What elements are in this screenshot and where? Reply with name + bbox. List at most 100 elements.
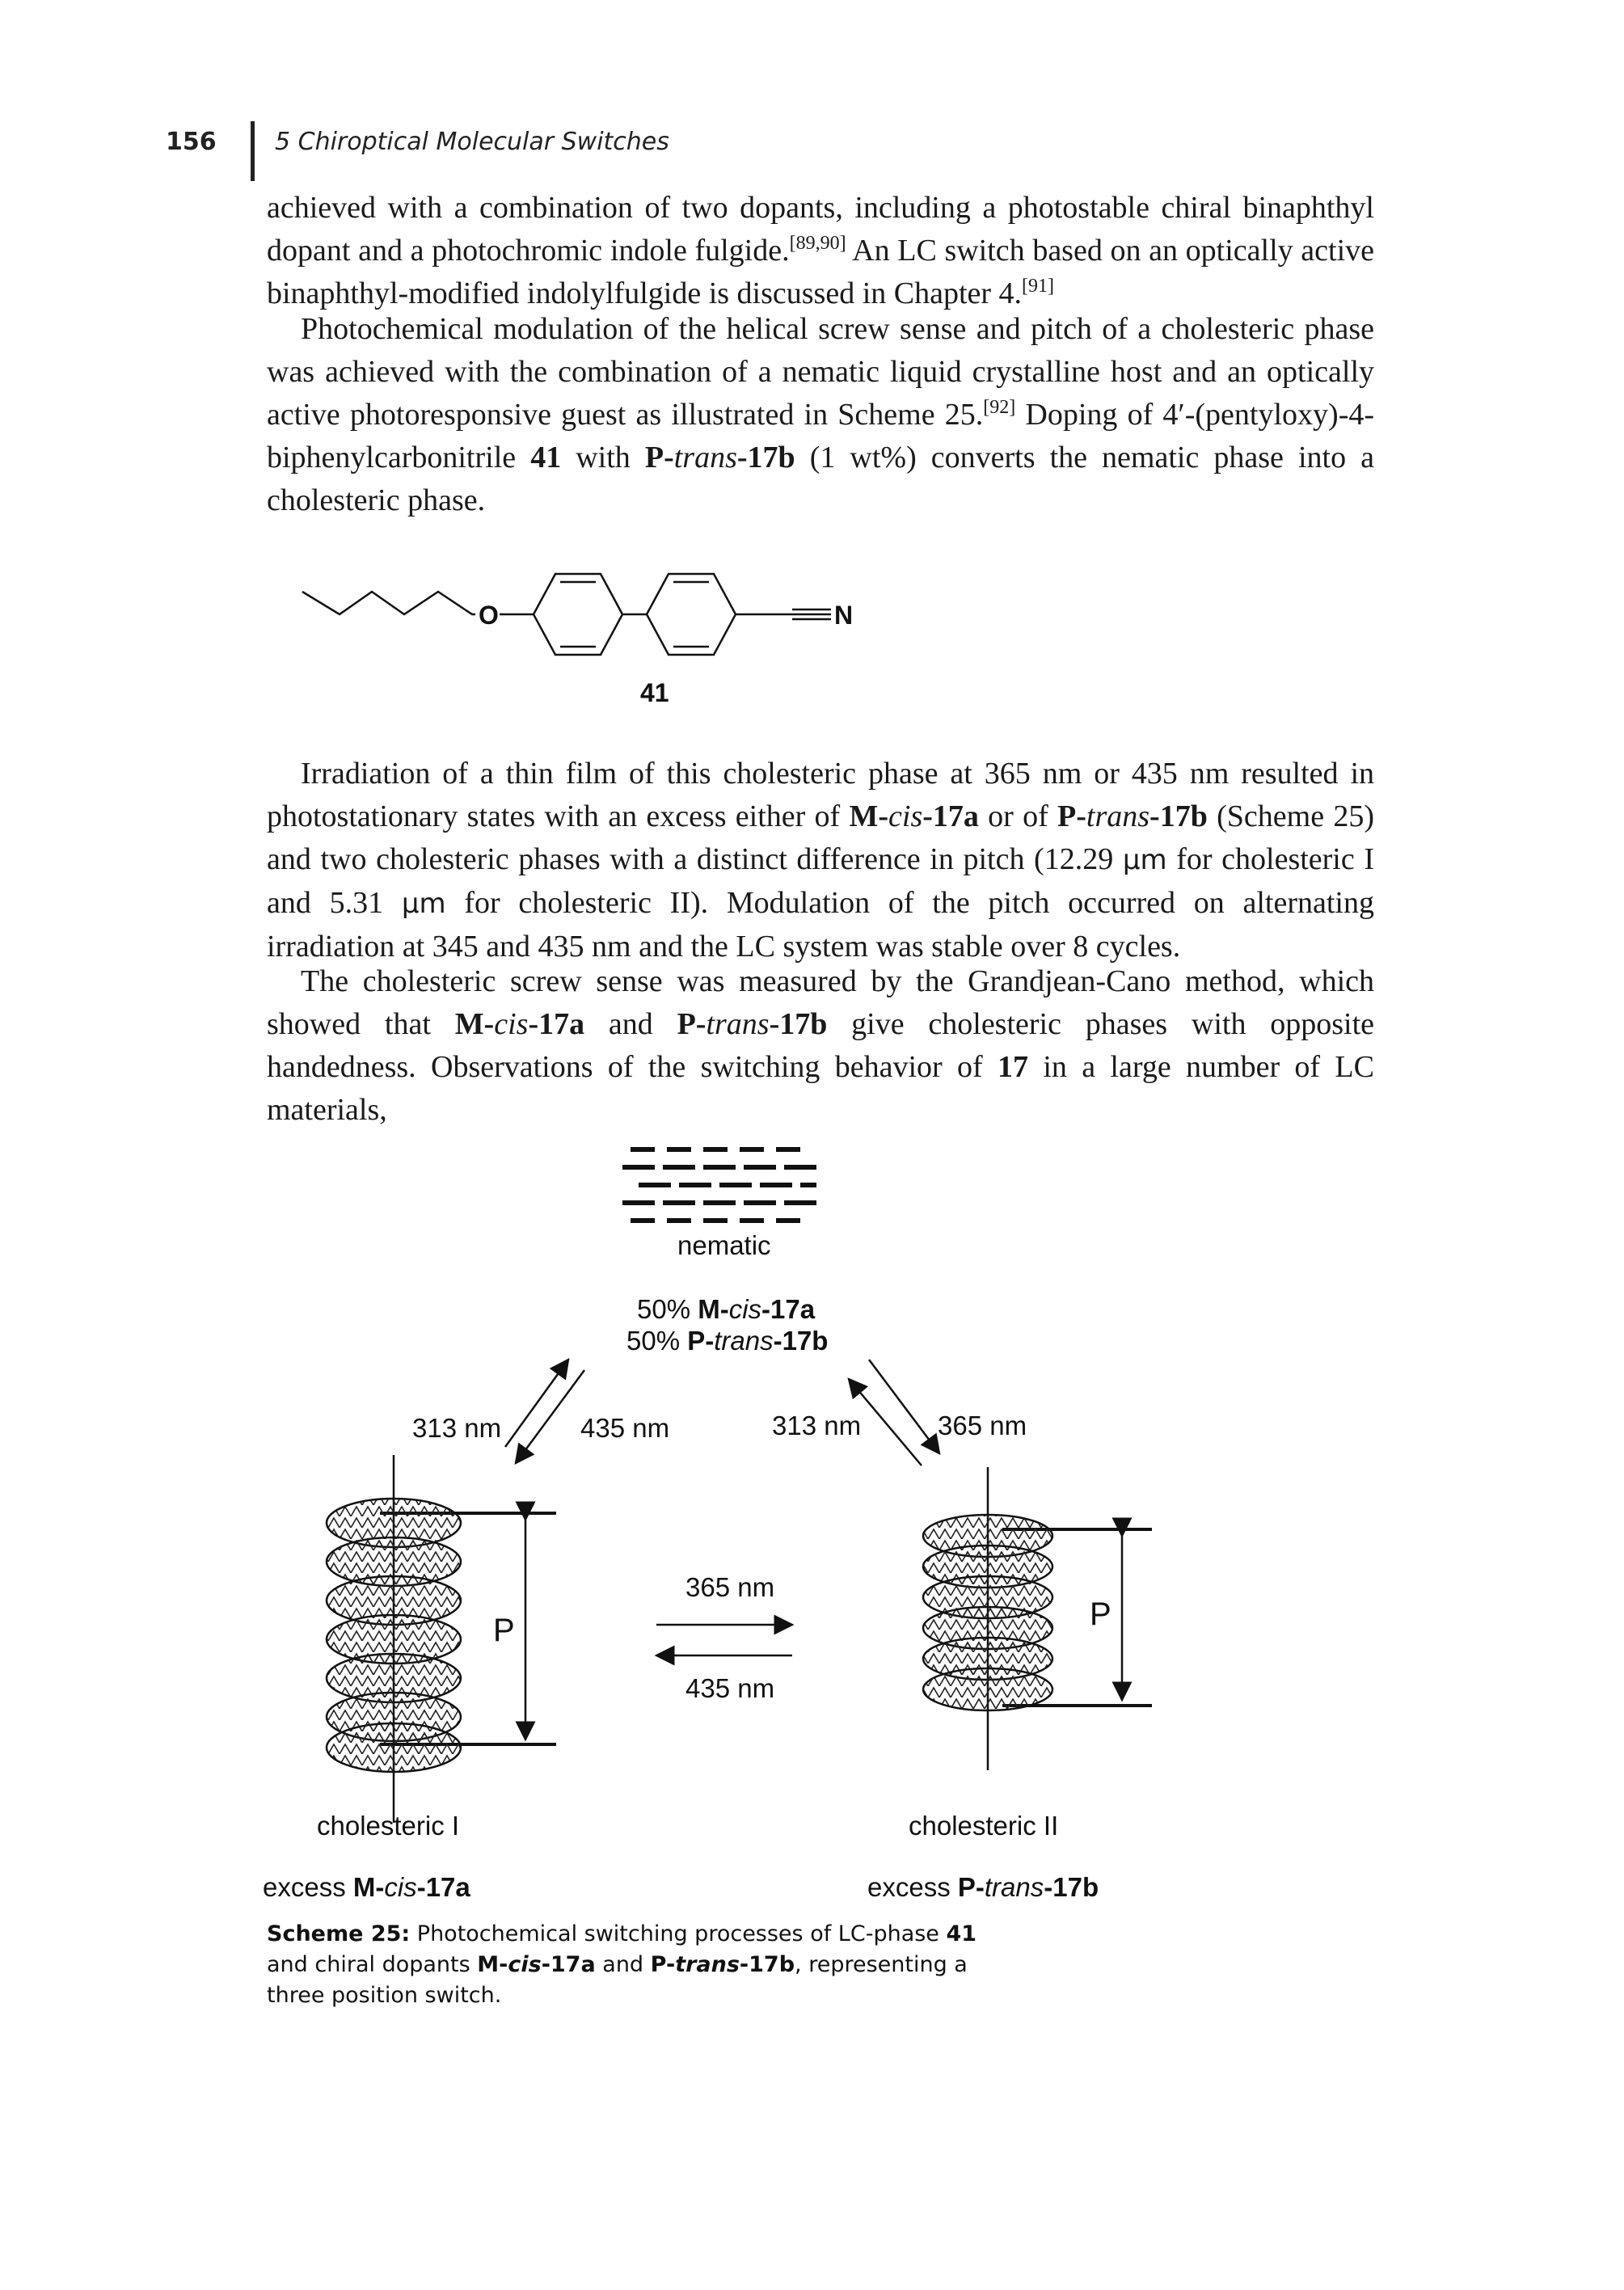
nematic-dashes [622, 1147, 816, 1223]
arrow-313-left [504, 1357, 570, 1448]
p4-17a: -17a [528, 1007, 585, 1041]
mix2-p: P- [687, 1326, 714, 1356]
caption-label: Scheme 25: [267, 1921, 411, 1946]
p1-text-1: achieved with a combination of two dopan… [267, 191, 1374, 268]
p1-ref-1: [89,90] [789, 233, 846, 254]
arrow-365-right [868, 1359, 941, 1455]
mix1-17a: -17a [761, 1294, 816, 1324]
p4-trans: trans [706, 1007, 770, 1041]
paragraph-3: Irradiation of a thin film of this chole… [267, 753, 1374, 968]
nematic-label: nematic [677, 1230, 771, 1260]
excess-right: excess P-trans-17b [867, 1872, 1099, 1902]
cholesteric-2-label: cholesteric II [909, 1811, 1058, 1841]
p3-unit-2: μm [401, 888, 446, 920]
p2-compound-trans: trans [673, 441, 737, 474]
pitch-left: P [493, 1613, 515, 1648]
caption-17b: -17b [739, 1952, 795, 1977]
p3-cis: cis [888, 799, 923, 833]
p2-ref-1: [92] [983, 397, 1016, 418]
p4-cis: cis [494, 1007, 529, 1041]
p3-unit-1: μm [1122, 844, 1167, 876]
mixture-line-2: 50% P-trans-17b [626, 1326, 828, 1356]
cholesteric-1-label: cholesteric I [317, 1811, 459, 1841]
excess-left-m: M- [353, 1872, 384, 1902]
paragraph-4: The cholesteric screw sense was measured… [267, 960, 1374, 1132]
mixture-line-1: 50% M-cis-17a [637, 1294, 816, 1324]
excess-right-17b: -17b [1044, 1872, 1099, 1902]
p4-17: 17 [998, 1050, 1028, 1084]
mix2-pct: 50% [626, 1326, 687, 1356]
label-313-left: 313 nm [412, 1413, 501, 1443]
p1-ref-2: [91] [1022, 276, 1055, 297]
excess-left: excess M-cis-17a [263, 1872, 470, 1902]
page-number: 156 [166, 128, 217, 156]
p2-text-1: Photochemical modulation of the helical … [267, 312, 1374, 432]
caption-text-3: and [595, 1952, 651, 1977]
p2-compound-17b: -17b [736, 441, 795, 474]
paragraph-2: Photochemical modulation of the helical … [267, 308, 1374, 522]
excess-left-cis: cis [384, 1872, 416, 1902]
caption-trans: trans [675, 1952, 740, 1977]
p2-text-3: with [561, 441, 645, 474]
p3-p: P- [1057, 799, 1086, 833]
oxygen-label: O [479, 601, 499, 630]
label-435-left: 435 nm [580, 1413, 669, 1443]
caption-text-2: and chiral dopants [267, 1952, 478, 1977]
p2-text-2: Doping of 4′-(pentyloxy)-4-biphenylcarbo… [267, 398, 1374, 474]
p3-17b: -17b [1149, 799, 1208, 833]
excess-left-17a: -17a [417, 1872, 471, 1902]
caption-cis: cis [508, 1952, 542, 1977]
p4-17b: -17b [769, 1007, 828, 1041]
scheme-25: nematic 50% M-cis-17a 50% P-trans-17b 31… [263, 1147, 1152, 1902]
p3-text-2: or of [978, 799, 1058, 833]
p3-m: M- [849, 799, 889, 833]
p3-17a: -17a [922, 799, 979, 833]
arrow-435-left [514, 1369, 586, 1466]
p4-text-1: The cholesteric screw sense was measured… [267, 964, 1374, 1041]
benzene-ring-1 [532, 572, 624, 656]
p3-trans: trans [1086, 799, 1150, 833]
p4-p: P- [677, 1007, 707, 1041]
p3-text-1: Irradiation of a thin film of this chole… [267, 757, 1374, 833]
scheme-caption: Scheme 25: Photochemical switching proce… [267, 1919, 1019, 2011]
label-365-center: 365 nm [685, 1572, 774, 1602]
cholesteric-1-helix [325, 1455, 556, 1823]
caption-m: M- [477, 1952, 508, 1977]
label-435-center: 435 nm [685, 1673, 774, 1703]
caption-p: P- [650, 1952, 676, 1977]
caption-text-4: , representing a three position switch. [267, 1952, 968, 2008]
mix1-cis: cis [729, 1294, 761, 1324]
running-title: 5 Chiroptical Molecular Switches [275, 128, 669, 156]
mix2-17b: -17b [774, 1326, 829, 1356]
p4-text-2: and [584, 1007, 677, 1041]
p4-text-3: give cholesteric phases with opposite ha… [267, 1007, 1375, 1084]
benzene-ring-2 [645, 572, 737, 656]
pitch-right: P [1090, 1596, 1111, 1632]
p3-text-5: for cholesteric II). Modulation of the p… [267, 886, 1374, 964]
excess-right-p: P- [958, 1872, 985, 1902]
label-365-right: 365 nm [938, 1411, 1027, 1440]
caption-text-1: Photochemical switching processes of LC-… [410, 1921, 947, 1946]
pentyl-chain [302, 590, 475, 616]
nitrogen-label: N [834, 601, 853, 630]
paragraph-1: achieved with a combination of two dopan… [267, 187, 1374, 315]
mix1-m: M- [698, 1294, 728, 1324]
mix1-pct: 50% [637, 1294, 698, 1324]
p2-compound-41: 41 [530, 441, 562, 474]
arrow-313-right [847, 1377, 922, 1466]
p3-text-3: (Scheme 25) and two cholesteric phases w… [267, 799, 1374, 876]
cholesteric-2-helix [922, 1467, 1152, 1770]
mix2-trans: trans [714, 1326, 773, 1356]
header-rule [251, 121, 255, 181]
p4-text-4: in a large number of LC materials, [267, 1050, 1374, 1127]
p2-compound-p: P- [644, 441, 674, 474]
excess-left-pre: excess [263, 1872, 353, 1902]
excess-right-trans: trans [985, 1872, 1044, 1902]
caption-41: 41 [946, 1921, 977, 1946]
p3-text-4: for cholesteric I and 5.31 [267, 842, 1375, 920]
caption-17a: -17a [541, 1952, 596, 1977]
p1-text-2: An LC switch based on an optically activ… [267, 234, 1374, 310]
structure-41: O N 41 [302, 572, 853, 707]
excess-right-pre: excess [867, 1872, 958, 1902]
label-313-right: 313 nm [772, 1411, 861, 1440]
